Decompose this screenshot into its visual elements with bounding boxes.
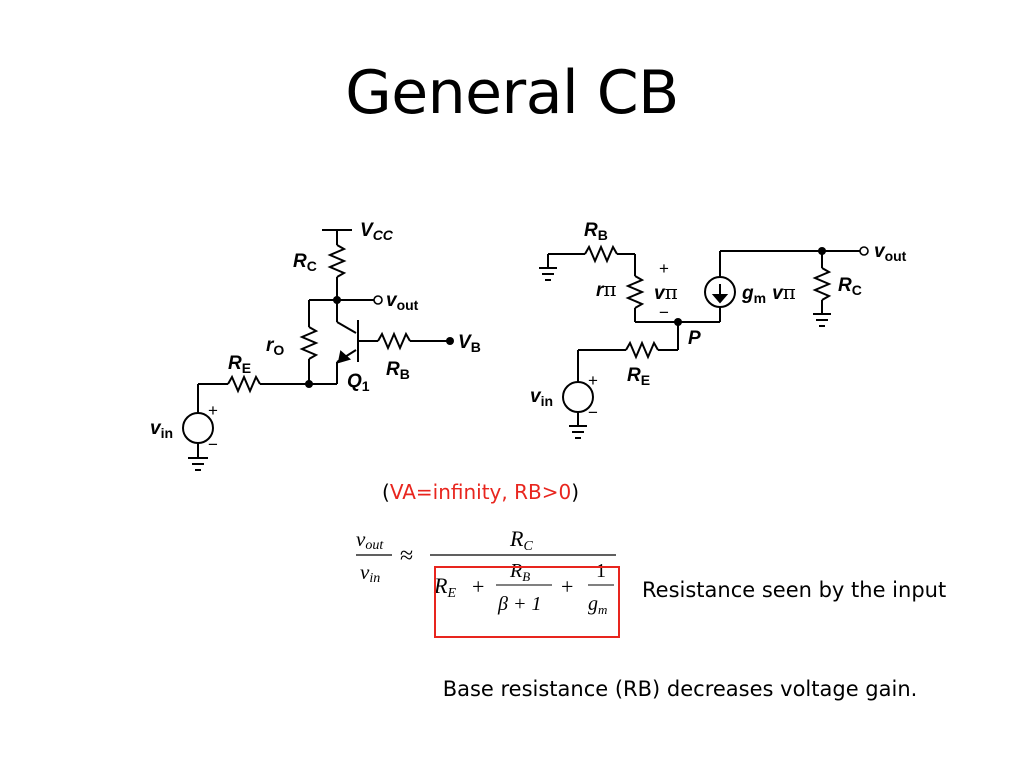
vin-minus-right: − <box>588 403 598 422</box>
rb-resistor-left <box>377 331 411 351</box>
eq-rb: RB <box>509 560 530 584</box>
condition-close: ) <box>571 480 580 504</box>
re-label-right: RE <box>627 365 650 388</box>
vb-label: VB <box>458 332 481 355</box>
re-label-left: RE <box>228 353 251 376</box>
vin-plus-right: + <box>588 371 598 390</box>
rpi-resistor <box>625 275 645 309</box>
eq-rhs-num: RC <box>509 526 533 554</box>
left-circuit <box>182 229 454 471</box>
vpi-label: vπ <box>654 280 678 304</box>
vout-label-left: vout <box>386 290 419 313</box>
vin-plus-left: + <box>208 401 218 420</box>
condition-note: (VA=infinity, RB>0) <box>382 480 579 504</box>
rb-label-left: RB <box>386 359 410 382</box>
vin-minus-left: − <box>208 435 218 454</box>
ro-resistor <box>299 326 319 360</box>
right-circuit <box>539 244 869 439</box>
eq-beta: β + 1 <box>497 593 541 615</box>
vin-label-left: vin <box>150 418 173 441</box>
eq-re: RE <box>433 573 456 601</box>
rc-resistor <box>327 244 347 278</box>
condition-text: VA=infinity, RB>0 <box>389 480 572 504</box>
condition-open: ( <box>382 480 390 504</box>
vpi-plus: + <box>659 259 669 278</box>
eq-plus-1: + <box>472 574 484 599</box>
re-resistor-right <box>625 340 659 360</box>
vpi-minus: − <box>659 303 669 322</box>
highlight-box <box>434 566 620 638</box>
vcc-label: VCC <box>360 220 394 243</box>
re-resistor-left <box>227 374 261 394</box>
gain-equation: vout vin ≈ RC RE + RB β + 1 + 1 gm <box>356 526 616 617</box>
ro-label: rO <box>266 335 284 358</box>
eq-plus-2: + <box>561 574 573 599</box>
rb-label-right: RB <box>584 220 608 243</box>
rc-label-right: RC <box>838 275 862 298</box>
rc-label-left: RC <box>293 251 317 274</box>
vout-label-right: vout <box>874 241 907 264</box>
q1-label: Q1 <box>347 371 370 394</box>
bottom-note: Base resistance (RB) decreases voltage g… <box>442 677 918 701</box>
eq-one: 1 <box>596 560 606 582</box>
p-node-label: P <box>688 328 701 349</box>
eq-gm: gm <box>588 593 607 617</box>
rb-resistor-right <box>584 244 618 264</box>
eq-lhs-den: vin <box>360 560 380 586</box>
resistance-note: Resistance seen by the input <box>642 578 947 602</box>
vin-label-right: vin <box>530 386 553 409</box>
rc-resistor-right <box>812 267 832 301</box>
eq-approx: ≈ <box>400 543 413 569</box>
slide-title: General CB <box>345 58 679 128</box>
eq-lhs-num: vout <box>356 527 384 553</box>
rpi-label: rπ <box>596 277 617 301</box>
